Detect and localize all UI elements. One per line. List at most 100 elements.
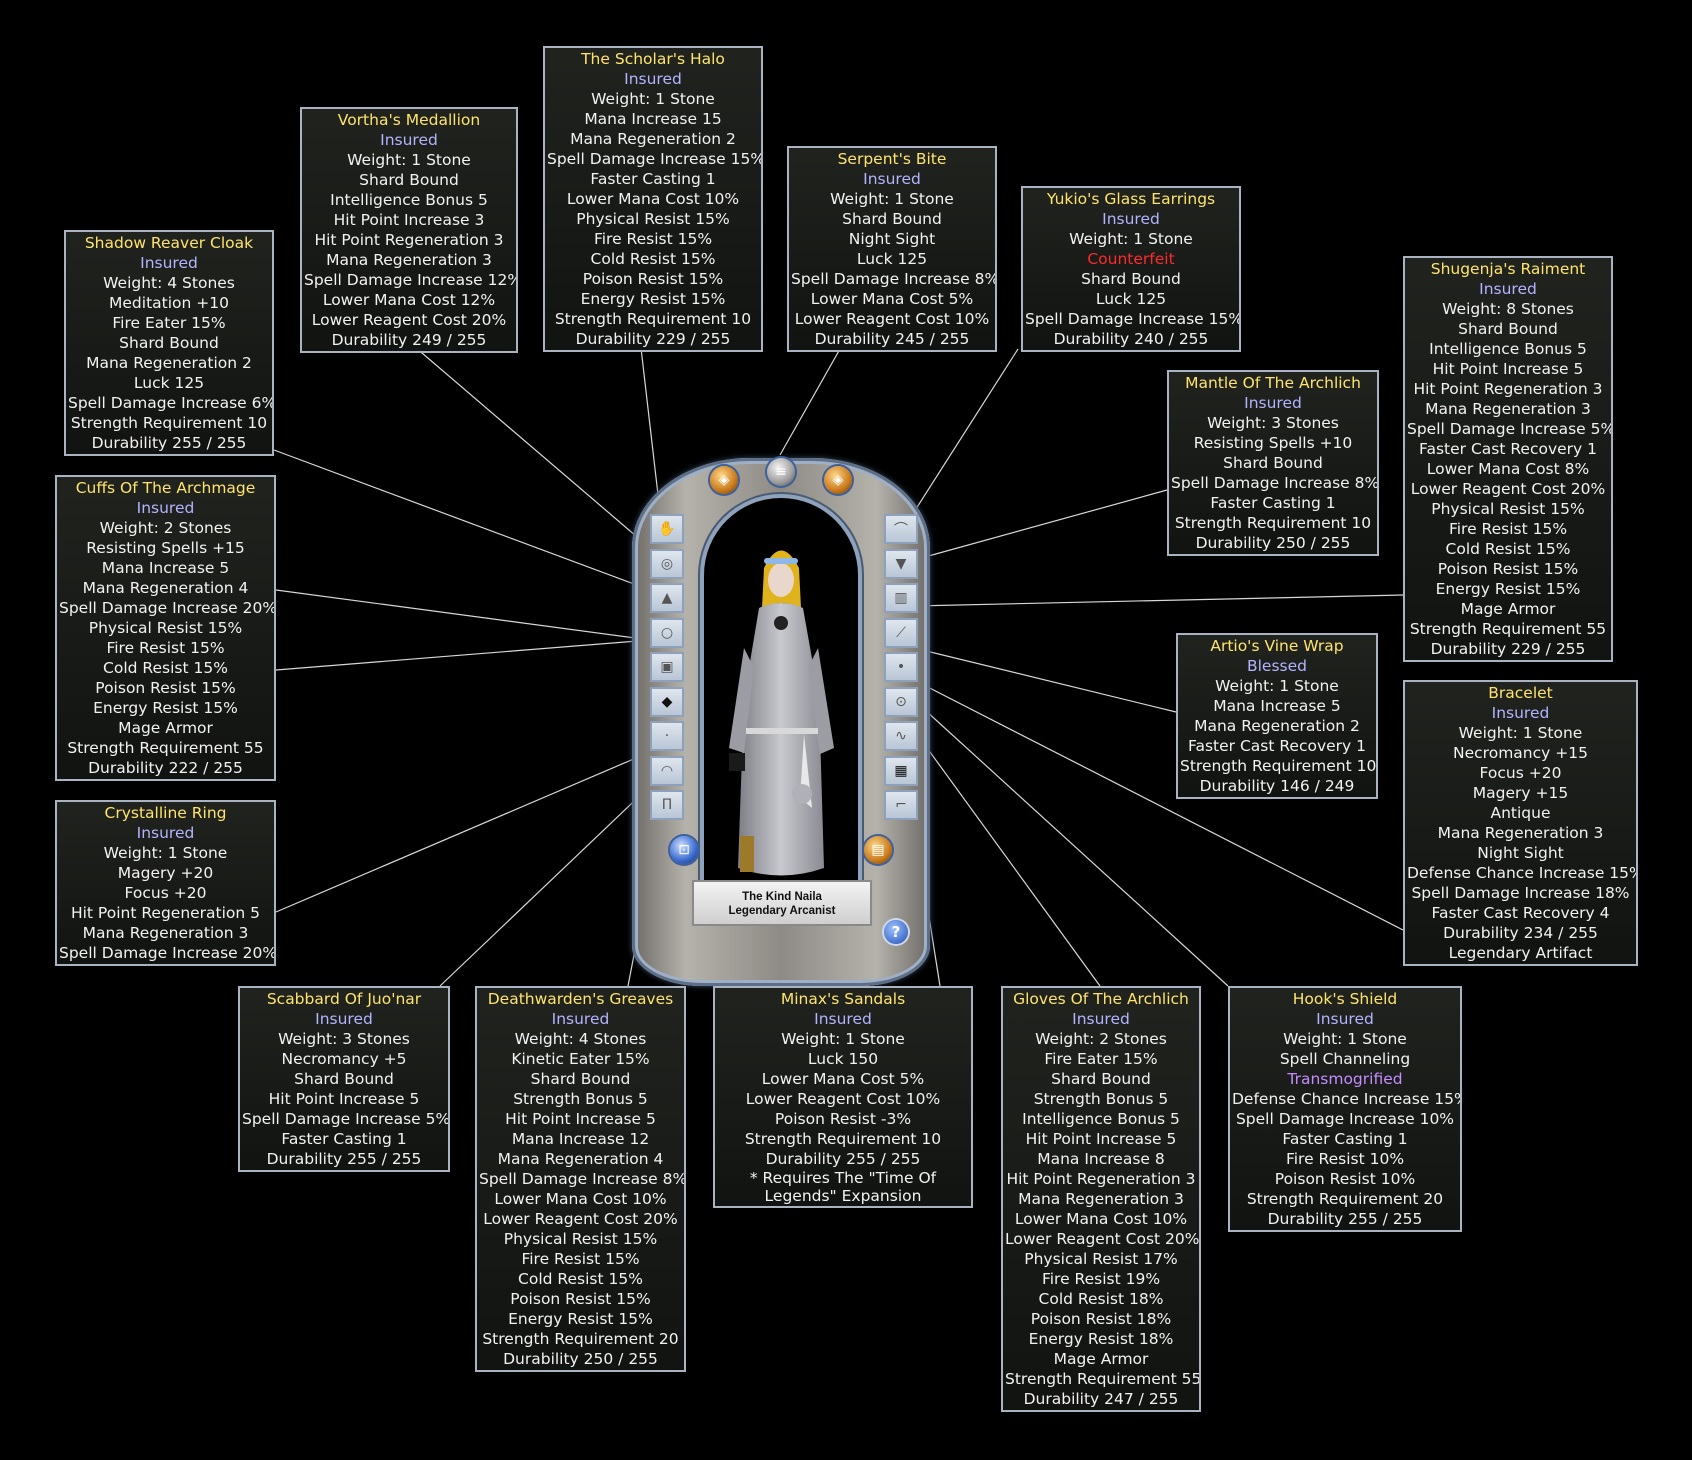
item-property: Mana Regeneration 3 bbox=[1425, 400, 1591, 418]
bracelet-slot[interactable]: ◠ bbox=[650, 755, 684, 786]
item-property: Durability 247 / 255 bbox=[1023, 1390, 1179, 1408]
bag-slot[interactable]: ⊙ bbox=[884, 686, 918, 717]
item-property: Lower Mana Cost 10% bbox=[1014, 1210, 1188, 1228]
item-property: Weight: 1 Stone bbox=[1215, 677, 1339, 695]
item-property: Mana Increase 15 bbox=[584, 110, 722, 128]
item-property: Strength Requirement 55 bbox=[67, 739, 264, 757]
lock-icon[interactable]: ⊡ bbox=[670, 836, 698, 864]
leggings-slot[interactable]: Π bbox=[650, 790, 684, 820]
item-property: Durability 222 / 255 bbox=[88, 759, 243, 777]
item-property: Faster Cast Recovery 1 bbox=[1418, 440, 1598, 458]
paperdoll-window[interactable]: ✋ ◎ ▲ ○ ▣ ◆ · ◠ Π ⌒ ▼ ▥ ⟋ • ⊙ ∿ ▦ ⌐ ◈ ≡ … bbox=[632, 458, 930, 986]
item-property: Durability 146 / 249 bbox=[1199, 777, 1355, 795]
item-property: Faster Casting 1 bbox=[281, 1130, 407, 1148]
item-property: Mage Armor bbox=[118, 719, 213, 737]
tunic-icon: ▥ bbox=[894, 590, 908, 606]
chest-slot[interactable]: ▣ bbox=[650, 652, 684, 682]
item-property: Insured bbox=[863, 170, 921, 188]
item-property: Fire Resist 15% bbox=[593, 230, 713, 248]
necklace-slot[interactable]: ◎ bbox=[650, 548, 684, 579]
item-property: Intelligence Bonus 5 bbox=[1022, 1110, 1180, 1128]
ring-icon: ○ bbox=[660, 624, 674, 641]
item-name: Shadow Reaver Cloak bbox=[84, 234, 254, 252]
item-property: Physical Resist 17% bbox=[1024, 1250, 1178, 1268]
item-property: Strength Requirement 10 bbox=[554, 310, 752, 328]
item-property: Insured bbox=[315, 1010, 373, 1028]
scroll-icon[interactable]: ≡ bbox=[767, 458, 795, 486]
waist-slot[interactable]: ⟋ bbox=[884, 617, 918, 648]
character-title: Legendary Arcanist bbox=[728, 905, 836, 917]
item-property: Weight: 3 Stones bbox=[1207, 414, 1339, 432]
robe-icon: ▲ bbox=[661, 590, 673, 606]
tunic-slot[interactable]: ▥ bbox=[884, 583, 918, 613]
skirt-slot[interactable]: ▦ bbox=[884, 755, 918, 786]
item-property: Durability 249 / 255 bbox=[331, 331, 487, 349]
backpack-icon[interactable]: ◈ bbox=[710, 466, 738, 494]
item-property: Mana Increase 12 bbox=[511, 1130, 650, 1148]
item-property: Strength Requirement 20 bbox=[1246, 1190, 1444, 1208]
leggings-icon: Π bbox=[661, 797, 673, 813]
robe-slot[interactable]: ▲ bbox=[650, 583, 684, 613]
item-name: Vortha's Medallion bbox=[337, 111, 481, 129]
item-property: Strength Requirement 55 bbox=[1005, 1370, 1201, 1388]
ring-slot[interactable]: ○ bbox=[650, 617, 684, 648]
item-property: Lower Mana Cost 8% bbox=[1426, 460, 1590, 478]
item-property: Necromancy +5 bbox=[281, 1050, 407, 1068]
skills-icon[interactable]: ◈ bbox=[824, 466, 852, 494]
item-property: Weight: 1 Stone bbox=[103, 844, 228, 862]
cloak-icon: ▼ bbox=[895, 555, 907, 572]
item-property: Faster Casting 1 bbox=[590, 170, 716, 188]
item-property: Fire Resist 19% bbox=[1041, 1270, 1161, 1288]
item-property: Physical Resist 15% bbox=[88, 619, 243, 637]
item-property: Mana Increase 8 bbox=[1037, 1150, 1165, 1168]
earring-slot[interactable]: · bbox=[650, 721, 684, 751]
cloak-slot[interactable]: ▼ bbox=[884, 548, 918, 579]
item-property: Insured bbox=[136, 824, 195, 842]
talisman-icon: ◆ bbox=[661, 693, 673, 710]
item-property: Lower Reagent Cost 20% bbox=[1005, 1230, 1200, 1248]
ring-slot-right[interactable]: • bbox=[884, 652, 918, 682]
feet-icon: ⌐ bbox=[895, 797, 907, 813]
item-property: Mana Increase 5 bbox=[1213, 697, 1341, 715]
item-name: Crystalline Ring bbox=[104, 804, 227, 822]
item-name: The Scholar's Halo bbox=[581, 50, 725, 68]
item-property: Durability 255 / 255 bbox=[91, 434, 247, 452]
chest-icon[interactable]: ▤ bbox=[864, 836, 892, 864]
feet-slot[interactable]: ⌐ bbox=[884, 790, 918, 820]
item-property: Hit Point Regeneration 3 bbox=[1006, 1170, 1196, 1188]
left-equipment-slots: ✋ ◎ ▲ ○ ▣ ◆ · ◠ Π bbox=[650, 514, 686, 825]
character-view[interactable] bbox=[704, 498, 858, 898]
item-property: Strength Requirement 10 bbox=[744, 1130, 942, 1148]
item-property: Shard Bound bbox=[842, 210, 942, 228]
waist-icon: ⟋ bbox=[896, 624, 906, 641]
sleeves-slot[interactable]: ∿ bbox=[884, 721, 918, 751]
item-property: Mana Regeneration 3 bbox=[82, 924, 249, 942]
hat-slot[interactable]: ⌒ bbox=[884, 514, 918, 544]
item-property: Fire Resist 15% bbox=[106, 639, 225, 657]
item-property: Faster Casting 1 bbox=[1210, 494, 1336, 512]
item-property: Weight: 8 Stones bbox=[1442, 300, 1574, 318]
necklace-icon: ◎ bbox=[660, 555, 674, 572]
item-property: Weight: 4 Stones bbox=[103, 274, 235, 292]
item-property: Insured bbox=[1244, 394, 1302, 412]
gloves-slot[interactable]: ✋ bbox=[650, 514, 684, 544]
item-property: Night Sight bbox=[1477, 844, 1564, 862]
item-property: Spell Damage Increase 10% bbox=[1235, 1110, 1455, 1128]
item-property: Mana Regeneration 3 bbox=[326, 251, 492, 269]
gloves-icon: ✋ bbox=[658, 521, 676, 537]
item-property: Lower Reagent Cost 10% bbox=[794, 310, 990, 328]
talisman-slot[interactable]: ◆ bbox=[650, 686, 684, 717]
item-property: Lower Mana Cost 5% bbox=[761, 1070, 925, 1088]
item-property: Hit Point Increase 5 bbox=[1025, 1130, 1177, 1148]
item-property: Cold Resist 15% bbox=[518, 1270, 643, 1288]
item-property: Insured bbox=[624, 70, 682, 88]
item-name: Yukio's Glass Earrings bbox=[1046, 190, 1216, 208]
item-property: Focus +20 bbox=[1479, 764, 1562, 782]
help-button[interactable]: ? bbox=[884, 920, 908, 944]
